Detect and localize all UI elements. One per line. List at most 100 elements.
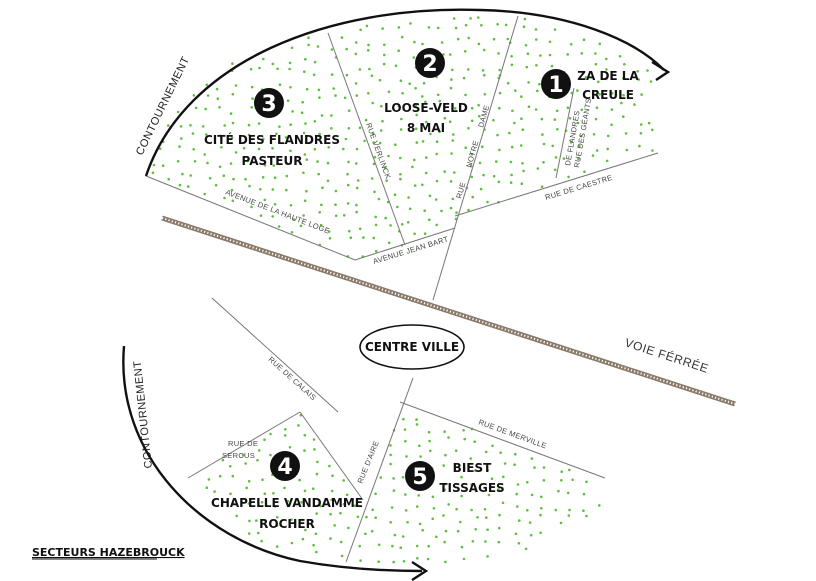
sector-dot [536, 167, 540, 170]
sector-dot [525, 65, 529, 69]
railway [161, 215, 736, 407]
sector-dot [383, 166, 387, 169]
sector-5-name-2: TISSAGES [439, 481, 504, 495]
sector-dot [389, 462, 392, 466]
sector-dot [406, 521, 409, 524]
sector-dot [362, 236, 365, 239]
sector-dot [456, 529, 460, 533]
sector-dot [530, 493, 534, 497]
sector-dot [399, 546, 403, 549]
sector-dot [290, 46, 294, 50]
sector-dot [486, 555, 489, 558]
sector-dot [455, 211, 458, 214]
sector-dot [497, 52, 500, 55]
sector-dot [567, 175, 570, 179]
sector-dot [506, 81, 510, 85]
sector-dot [383, 53, 386, 57]
sector-dot [392, 477, 395, 480]
sector-dot [223, 196, 226, 200]
sector-dot [474, 489, 478, 493]
sector-dot [606, 134, 610, 138]
sector-dot [491, 444, 494, 448]
sector-dot [346, 172, 349, 176]
sector-dot [273, 505, 277, 508]
sector-dot [508, 131, 511, 135]
sector-dot [365, 24, 369, 28]
sector-dot [213, 490, 216, 493]
sector-dot [275, 545, 279, 548]
sector-dot [622, 93, 625, 97]
sector-dot [320, 114, 324, 117]
sector-dot [419, 455, 422, 458]
street-lines [145, 15, 659, 563]
sector-dot [553, 28, 557, 31]
sector-dot [234, 151, 238, 154]
sector-dot [553, 118, 557, 121]
sector-dot [389, 224, 392, 227]
sector-1-number: 1 [548, 73, 563, 98]
sector-dot [247, 502, 251, 505]
street-line-calais [211, 297, 339, 413]
sector-dot [513, 121, 516, 125]
sector-dot [511, 109, 514, 113]
sector-dot [329, 537, 332, 540]
sector-dot [469, 17, 472, 20]
sector-dot [429, 132, 432, 136]
sector-dot [649, 80, 653, 83]
sector-dot [415, 423, 419, 426]
sector-dot [473, 440, 477, 444]
sector-dot [610, 108, 614, 111]
sector-dot [431, 517, 435, 521]
sector-dot [520, 117, 523, 120]
sector-dot [449, 180, 453, 183]
sector-dot [478, 161, 482, 165]
sector-dot [520, 182, 524, 185]
sector-dot [539, 54, 542, 57]
sector-dot [247, 133, 251, 137]
sector-dot [514, 532, 518, 536]
sector-dot [250, 85, 254, 89]
sector-dot [625, 148, 629, 152]
sector-dot [342, 214, 346, 217]
sector-dot [450, 78, 453, 81]
sector-dot [178, 183, 182, 187]
sector-dot [271, 188, 275, 191]
sector-dot [497, 540, 501, 544]
sector-dot [230, 188, 234, 192]
sector-dot [330, 48, 334, 51]
sector-dot [442, 53, 445, 56]
sector-dot [477, 42, 481, 46]
sector-dot [356, 515, 360, 519]
sector-dot [624, 132, 628, 135]
sector-dot [481, 69, 485, 72]
sector-dot [510, 63, 514, 67]
sector-dot [289, 123, 293, 126]
sector-dot [378, 78, 382, 82]
sector-dot [591, 154, 595, 157]
sector-dot [471, 195, 475, 199]
sector-dot [454, 449, 458, 453]
sector-dot [292, 218, 295, 221]
sector-dot [605, 68, 608, 71]
sector-dot [501, 501, 505, 505]
sector-dot [358, 227, 362, 231]
street-label-calais: RUE DE CALAIS [267, 355, 318, 403]
sector-dot [344, 137, 348, 141]
sector-dot [330, 127, 333, 130]
sector-dot [393, 533, 397, 537]
sector-dot [374, 223, 378, 227]
sector-dot [594, 117, 598, 121]
sector-dot [204, 107, 207, 111]
sector-dot [263, 492, 267, 496]
sector-dot [528, 521, 532, 524]
sector-dot [201, 125, 205, 128]
sector-dot [486, 468, 489, 472]
sector-dot [354, 82, 358, 85]
sector-dot [518, 519, 521, 522]
sector-5-name-1: BIEST [453, 461, 492, 475]
sector-dot [358, 68, 362, 71]
sector-dot [397, 26, 401, 29]
sector-dot [299, 224, 303, 228]
sector-dot [259, 214, 263, 217]
sector-dot [377, 560, 380, 563]
